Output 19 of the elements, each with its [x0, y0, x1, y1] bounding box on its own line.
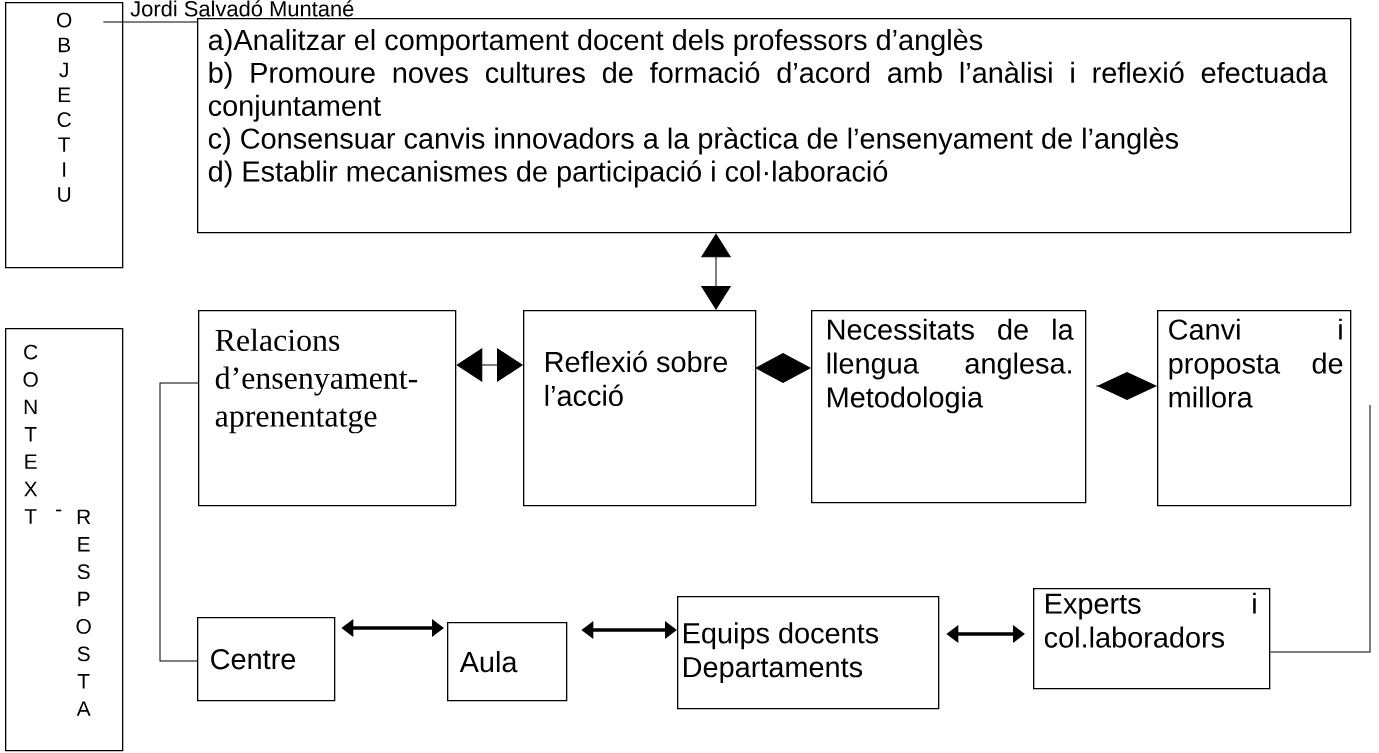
process-box: Centre	[197, 617, 336, 702]
connector-line	[102, 21, 198, 23]
process-box: Reflexió sobre l’acció	[523, 310, 757, 507]
process-box: Canvi i proposta de millora	[1157, 310, 1352, 507]
process-box: Aula	[447, 622, 568, 702]
diamond-connector	[755, 353, 811, 383]
diamond-connector	[1095, 372, 1157, 400]
double-arrow	[456, 348, 523, 382]
author-name: Jordi Salvadó Muntané	[130, 0, 354, 17]
side-heading-box: CONTEXT - RESPOSTA	[5, 328, 124, 752]
process-box: Equips docents Departaments	[677, 596, 940, 710]
objectives-box: a)Analitzar el comportament docent dels professors d’anglès b) Promoure noves cultures de formació d’acord amb l’anàlisi i reflexió efectuada conjuntament c) Consensuar canvis innovadors a la pràctica de l’ensenyament de l’anglès d) Establir mecanismes de participació i col·laboració	[197, 18, 1352, 234]
process-box: Experts i col.laboradors	[1033, 588, 1271, 690]
process-box: Necessitats de la llengua anglesa. Metodologia	[811, 310, 1087, 504]
process-box: Relacions d’ensenyament-aprenentatge	[198, 310, 457, 507]
connector-line	[159, 382, 199, 662]
side-heading-box: OBJECTIU	[5, 2, 124, 269]
connector-line	[1269, 404, 1371, 653]
double-arrow	[701, 233, 731, 310]
